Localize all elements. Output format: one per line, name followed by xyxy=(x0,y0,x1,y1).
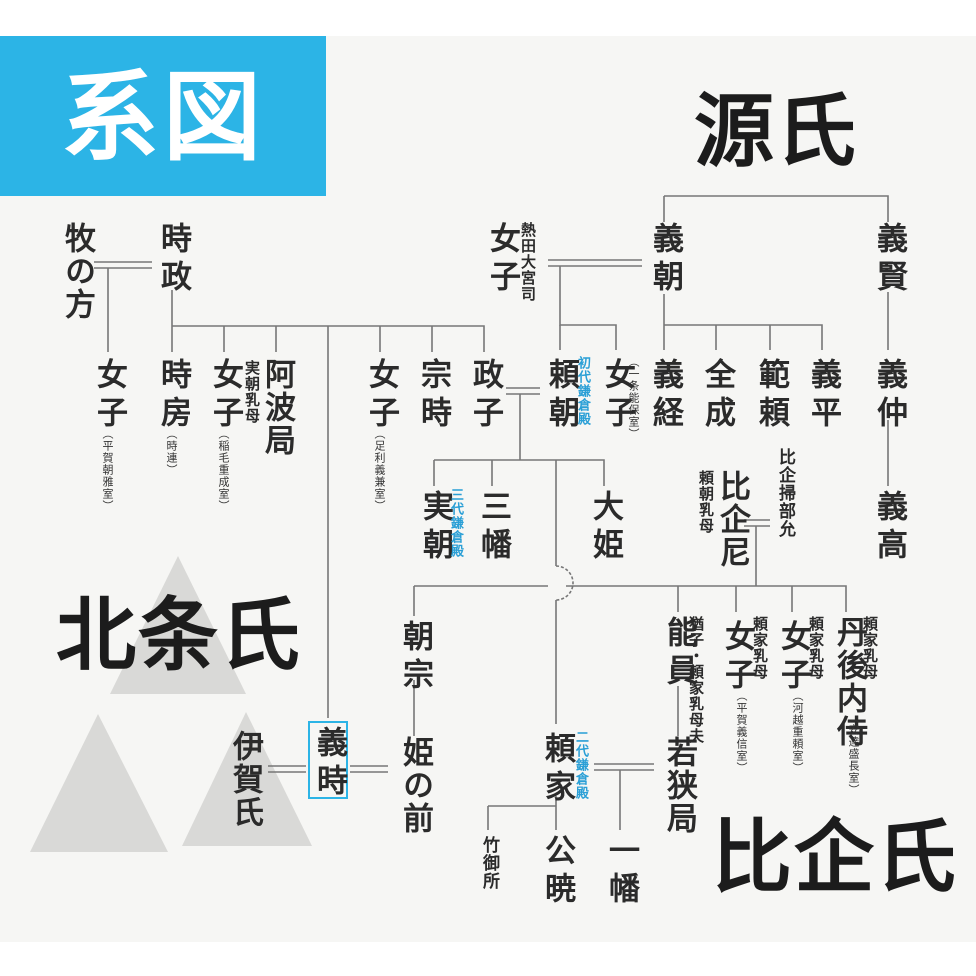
tree-line xyxy=(555,565,574,601)
person-wakasa-no-tsubone: 若狭局 xyxy=(661,736,697,835)
person-note: （平賀朝雅室） xyxy=(101,428,114,512)
person-note: （一条能保室） xyxy=(627,356,640,440)
person-yoshitoki: 義時 xyxy=(311,726,347,802)
person-daughter-ashikaga: 女子 xyxy=(363,358,399,434)
person-ichiman: 一幡 xyxy=(603,834,639,910)
person-noriyori: 範頼 xyxy=(753,358,789,434)
person-yoriie: 頼家 xyxy=(539,732,575,808)
person-zenjo: 全成 xyxy=(699,358,735,434)
person-daughter-hiraga: 女子 xyxy=(91,358,127,434)
title-label: 三代鎌倉殿 xyxy=(448,488,463,558)
person-take-no-gosho: 竹御所 xyxy=(479,836,499,890)
triangle-shape xyxy=(110,556,246,694)
person-note: （河越重頼室） xyxy=(791,690,804,774)
tree-line xyxy=(677,586,793,612)
marriage-line xyxy=(350,765,388,773)
tree-line xyxy=(664,195,889,222)
clan-label-minamoto: 源氏 xyxy=(694,85,858,178)
person-note: （稲毛重成室） xyxy=(217,428,230,512)
person-munetoki: 宗時 xyxy=(415,358,451,434)
person-yoshikazu: 能員 xyxy=(661,616,697,692)
person-yoshinaka: 義仲 xyxy=(871,358,907,434)
person-note: （平賀義信室） xyxy=(735,690,748,774)
person-role: 頼家乳母 xyxy=(751,616,769,680)
tree-line xyxy=(664,324,823,350)
tree-line xyxy=(414,585,847,612)
person-daughter-atsuta: 女子 xyxy=(484,222,520,298)
marriage-line xyxy=(594,763,654,771)
page-title: 系図 xyxy=(60,61,265,175)
person-daughter-ichijo: 女子 xyxy=(599,358,635,434)
person-note: （時連） xyxy=(165,428,178,476)
marriage-line xyxy=(268,765,306,773)
person-yoshitsune: 義経 xyxy=(647,358,683,434)
title-banner: 系図 xyxy=(0,36,326,196)
person-role: 頼家乳母 xyxy=(861,616,879,680)
clan-label-hojo: 北条氏 xyxy=(56,589,302,682)
person-hime-no-mae: 姫の前 xyxy=(397,736,433,835)
marriage-line xyxy=(744,519,770,527)
triangle-shape xyxy=(182,712,312,846)
person-yoritomo: 頼朝 xyxy=(543,358,579,434)
title-label: 二代鎌倉殿 xyxy=(573,730,588,800)
title-label: 初代鎌倉殿 xyxy=(575,356,590,426)
tree-line xyxy=(487,805,556,830)
tree-line xyxy=(715,325,771,350)
person-awa-no-tsubone: 阿波局 xyxy=(259,358,295,457)
marriage-line xyxy=(506,387,540,395)
highlight-box xyxy=(308,721,348,799)
person-role: 頼朝乳母 xyxy=(697,470,715,534)
person-yoshikata: 義賢 xyxy=(871,222,907,298)
person-tomomune: 朝宗 xyxy=(397,620,433,696)
person-iga-no-kata: 伊賀氏 xyxy=(227,730,263,829)
person-masako: 政子 xyxy=(467,358,503,434)
person-role: 頼家乳母 xyxy=(807,616,825,680)
person-role: 猶子・頼家乳母夫 xyxy=(687,616,705,744)
person-daughter-kawagoe: 女子 xyxy=(775,620,811,696)
person-tokifusa: 時房 xyxy=(155,358,191,434)
tree-line xyxy=(434,459,605,486)
person-role: 熱田大宮司 xyxy=(519,222,537,302)
tree-line xyxy=(559,266,617,350)
marriage-line xyxy=(548,259,642,267)
person-note: （安達盛長室） xyxy=(847,712,860,796)
person-tokimasa: 時政 xyxy=(155,222,191,298)
person-gihei: 義平 xyxy=(805,358,841,434)
person-daughter-inage: 女子 xyxy=(207,358,243,434)
person-kugyo: 公暁 xyxy=(539,834,575,910)
tree-line xyxy=(223,326,433,352)
person-hiki-no-ama: 比企尼 xyxy=(714,470,750,569)
marriage-line xyxy=(94,261,152,269)
person-sanman: 三幡 xyxy=(475,490,511,566)
person-tango-no-naishi: 丹後内侍 xyxy=(831,616,867,748)
clan-label-hiki: 比企氏 xyxy=(712,811,958,904)
person-yoshitomo: 義朝 xyxy=(647,222,683,298)
person-note: （足利義兼室） xyxy=(373,428,386,512)
person-yoshitaka: 義高 xyxy=(871,490,907,566)
tree-line xyxy=(433,460,493,486)
person-ohime: 大姫 xyxy=(587,490,623,566)
triangle-shape xyxy=(30,714,168,852)
person-sanetomo: 実朝 xyxy=(417,490,453,566)
person-daughter-hiraga-yoshinobu: 女子 xyxy=(719,620,755,696)
person-hiki-kamon: 比企掃部允 xyxy=(775,448,795,538)
person-maki-no-kata: 牧の方 xyxy=(59,222,95,321)
person-role: 実朝乳母 xyxy=(243,360,261,424)
